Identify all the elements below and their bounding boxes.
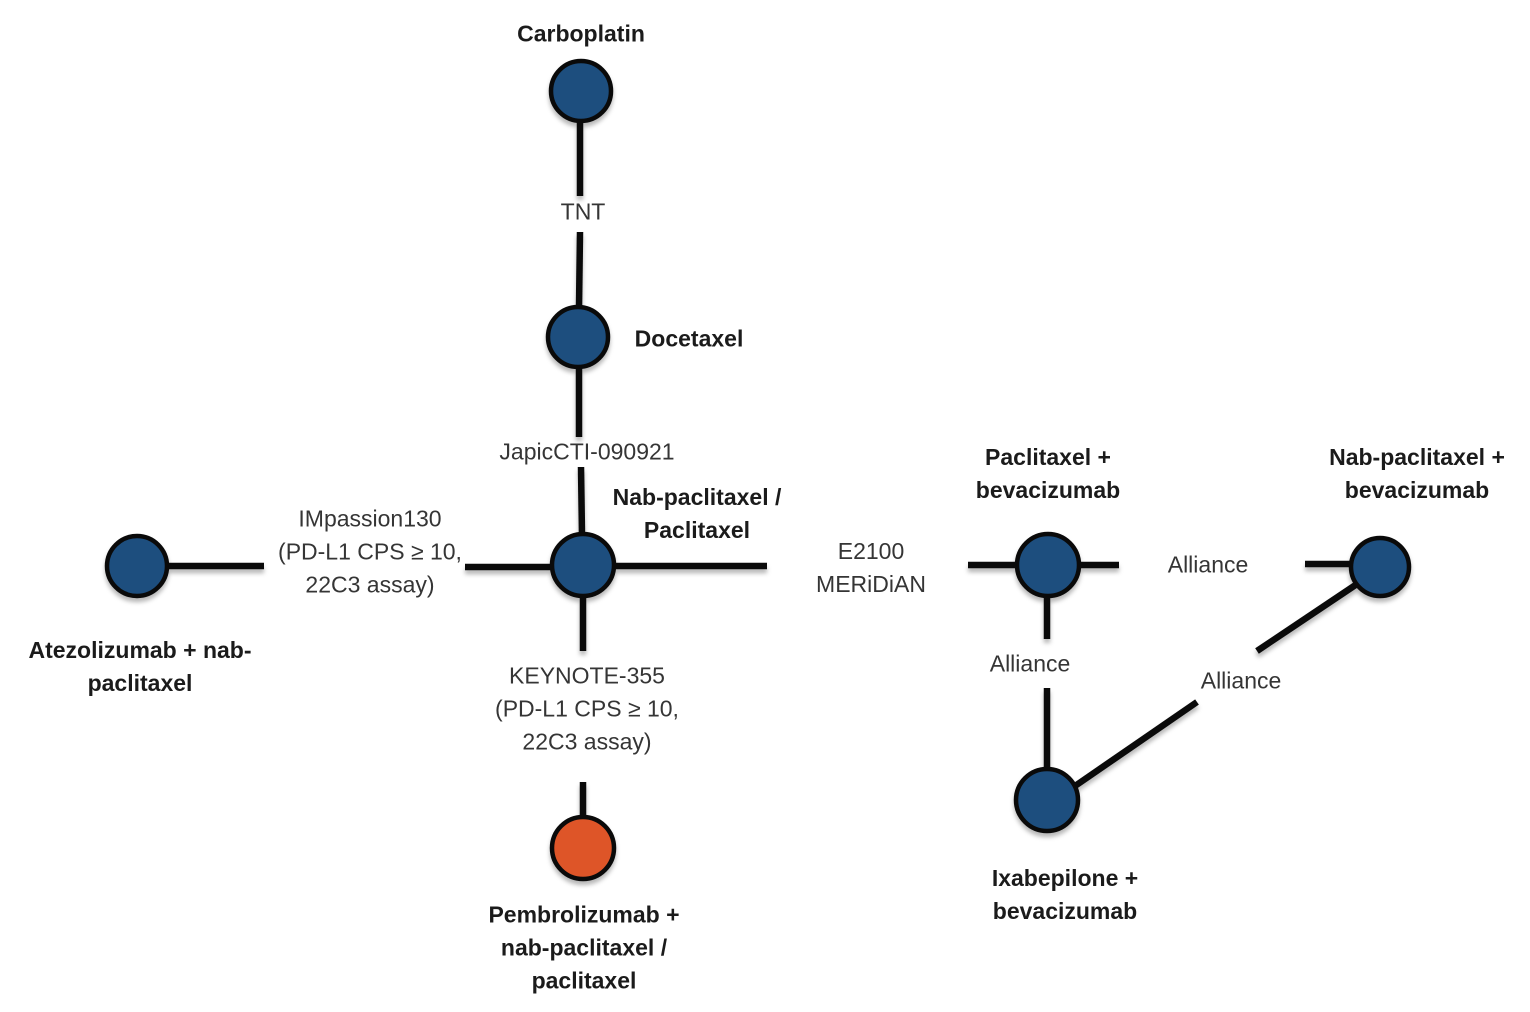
edge-label-keynote-355: KEYNOTE-355(PD-L1 CPS ≥ 10,22C3 assay) [495,662,679,755]
node-label-docetaxel: Docetaxel [634,325,744,352]
node-label-paclitaxel-bevacizumab: Paclitaxel +bevacizumab [975,444,1121,503]
edge-alliance-ixabepilone-bev-to-nab-paclitaxel-bev-segment-2 [1255,581,1359,654]
edge-japiccti-090921-segment-2 [577,466,586,536]
edge-label-alliance-paclitaxel-bev-to-nab-paclitaxel-bev: Alliance [1167,551,1249,578]
node-atezolizumab-nab-paclitaxel [104,533,170,599]
edge-label-alliance-paclitaxel-bev-to-ixabepilone-bev: Alliance [989,650,1071,677]
node-ixabepilone-bevacizumab [1013,766,1081,834]
node-nab-paclitaxel-paclitaxel [549,531,617,599]
edge-label-alliance-ixabepilone-bev-to-nab-paclitaxel-bev: Alliance [1200,667,1282,694]
node-docetaxel [545,304,611,370]
edge-tnt-segment-2 [575,231,584,309]
node-label-ixabepilone-bevacizumab: Ixabepilone +bevacizumab [991,865,1139,924]
node-label-nab-paclitaxel-paclitaxel: Nab-paclitaxel /Paclitaxel [612,484,782,543]
edge-label-impassion130: IMpassion130(PD-L1 CPS ≥ 10,22C3 assay) [278,505,462,598]
node-label-carboplatin: Carboplatin [517,20,645,47]
node-nab-paclitaxel-bevacizumab [1348,535,1412,599]
node-paclitaxel-bevacizumab [1014,531,1082,599]
node-label-atezolizumab-nab-paclitaxel: Atezolizumab + nab-paclitaxel [28,637,252,696]
edge-alliance-ixabepilone-bev-to-nab-paclitaxel-bev-segment-1 [1073,699,1199,789]
node-label-nab-paclitaxel-bevacizumab: Nab-paclitaxel +bevacizumab [1329,444,1505,503]
node-carboplatin [548,58,614,124]
node-label-pembrolizumab-nab-paclitaxel-paclitaxel: Pembrolizumab +nab-paclitaxel /paclitaxe… [488,901,680,994]
edge-label-tnt: TNT [560,198,606,225]
node-pembrolizumab-nab-paclitaxel-paclitaxel [549,814,617,882]
edge-label-japiccti-090921: JapicCTI-090921 [499,438,675,465]
